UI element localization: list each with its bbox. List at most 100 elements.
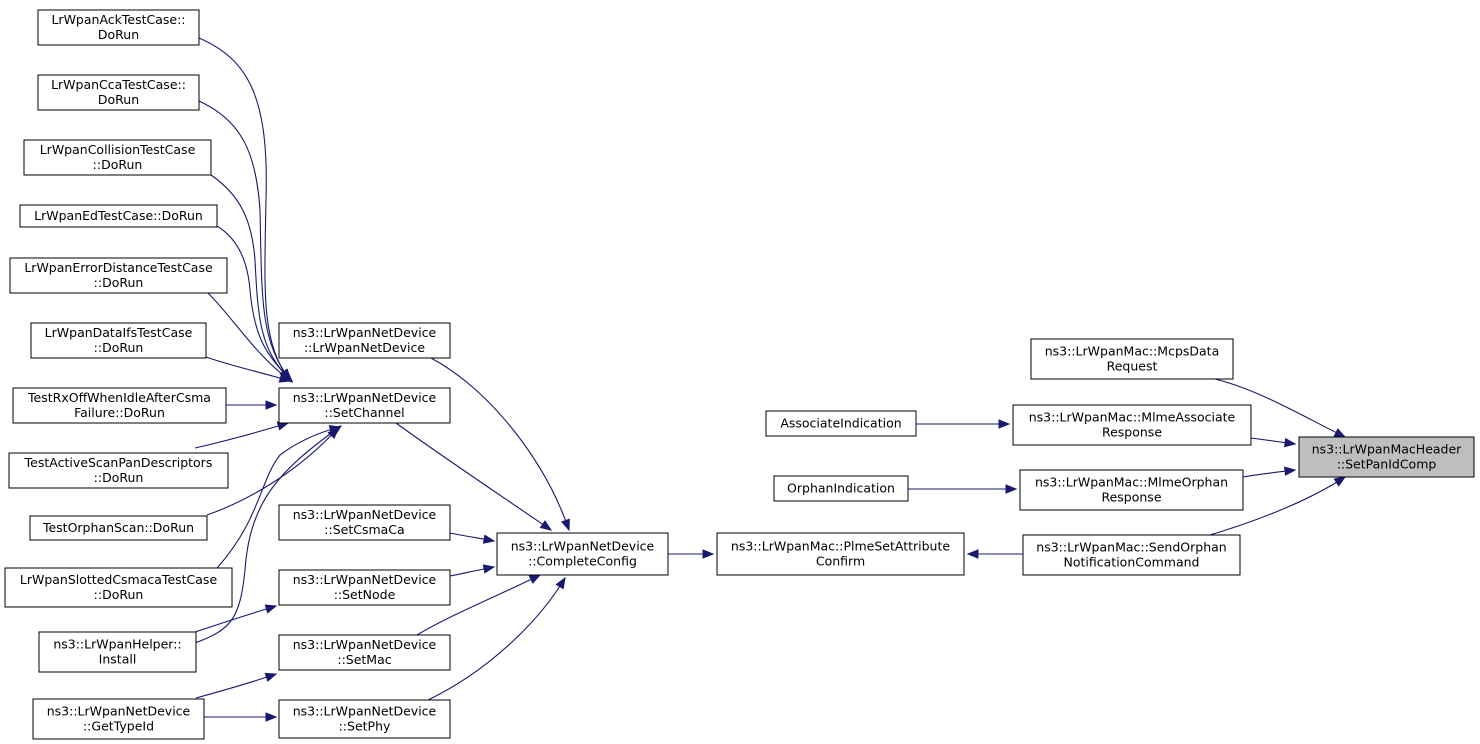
node-box — [1298, 436, 1475, 478]
edge-line — [1214, 378, 1346, 438]
node-label-line: ns3::LrWpanMac::McpsData — [1045, 344, 1219, 359]
node-label-line: TestRxOffWhenIdleAfterCsma — [27, 390, 211, 405]
node-box — [496, 532, 669, 576]
node-label-line: ::CompleteConfig — [528, 554, 637, 569]
node-label-line: ns3::LrWpanMac::PlmeSetAttribute — [731, 539, 950, 554]
node-gti[interactable]: ns3::LrWpanNetDevice::GetTypeId — [32, 698, 205, 740]
node-label-line: LrWpanErrorDistanceTestCase — [24, 260, 213, 275]
arrowhead-icon — [265, 712, 278, 722]
node-box — [37, 74, 200, 111]
node-setmac[interactable]: ns3::LrWpanNetDevice::SetMac — [278, 634, 451, 671]
arrowhead-icon — [278, 373, 292, 383]
node-orphind[interactable]: OrphanIndication — [773, 475, 909, 502]
node-assoc[interactable]: AssociateIndication — [765, 410, 917, 437]
node-cc[interactable]: ns3::LrWpanNetDevice::CompleteConfig — [496, 532, 669, 576]
node-setcsma[interactable]: ns3::LrWpanNetDevice::SetCsmaCa — [278, 504, 451, 541]
node-errd[interactable]: LrWpanErrorDistanceTestCase::DoRun — [9, 257, 228, 294]
node-box — [19, 204, 218, 228]
edge-line — [198, 37, 290, 381]
node-slot[interactable]: LrWpanSlottedCsmacaTestCase::DoRun — [4, 567, 233, 608]
edge-slot-to-setch — [216, 425, 342, 569]
node-label-line: ::LrWpanNetDevice — [304, 340, 425, 355]
node-box — [29, 515, 208, 541]
node-setphy[interactable]: ns3::LrWpanNetDevice::SetPhy — [278, 699, 451, 739]
arrowhead-icon — [1333, 476, 1347, 487]
node-label-line: ns3::LrWpanNetDevice — [293, 704, 437, 719]
node-target: ns3::LrWpanMacHeader::SetPanIdComp — [1298, 436, 1475, 478]
node-label-line: Confirm — [816, 554, 865, 569]
edge-line — [195, 673, 277, 699]
node-label-line: Response — [1101, 490, 1161, 505]
node-label-line: Response — [1102, 425, 1162, 440]
edge-line — [194, 605, 277, 633]
edge-cc-to-plme — [668, 549, 715, 559]
edge-plme-to-sendor — [966, 549, 1023, 559]
node-setnode[interactable]: ns3::LrWpanNetDevice::SetNode — [278, 569, 451, 606]
node-sendor[interactable]: ns3::LrWpanMac::SendOrphanNotificationCo… — [1022, 534, 1241, 576]
node-ctor[interactable]: ns3::LrWpanNetDevice::LrWpanNetDevice — [278, 322, 451, 359]
edge-sendor-to-target — [1209, 476, 1347, 536]
node-label-line: ns3::LrWpanNetDevice — [293, 390, 437, 405]
arrowhead-icon — [264, 672, 278, 682]
node-label-line: Failure::DoRun — [74, 405, 165, 420]
node-helper[interactable]: ns3::LrWpanHelper::Install — [38, 631, 197, 673]
node-label-line: ::SetCsmaCa — [324, 522, 404, 537]
node-box — [38, 631, 197, 673]
node-label-line: ns3::LrWpanHelper:: — [53, 637, 181, 652]
edge-setnode-to-cc — [449, 564, 496, 577]
arrowhead-icon — [561, 518, 570, 532]
edge-line — [216, 426, 341, 569]
node-label-line: ::DoRun — [94, 340, 144, 355]
node-label-line: ::DoRun — [94, 275, 144, 290]
edge-assoc-to-mlmeas — [916, 419, 1011, 429]
node-box — [37, 9, 200, 46]
node-ifs[interactable]: LrWpanDataIfsTestCase::DoRun — [30, 322, 207, 359]
node-label-line: Request — [1107, 359, 1158, 374]
arrowhead-icon — [539, 520, 553, 531]
edge-mlmeas-to-target — [1250, 437, 1297, 448]
node-coll[interactable]: LrWpanCollisionTestCase::DoRun — [23, 139, 212, 176]
node-box — [32, 698, 205, 740]
arrowhead-icon — [966, 549, 979, 559]
node-ed[interactable]: LrWpanEdTestCase::DoRun — [19, 204, 218, 228]
edge-orphind-to-mlmeor — [908, 484, 1018, 494]
node-box — [23, 139, 212, 176]
node-scan[interactable]: TestActiveScanPanDescriptors::DoRun — [8, 452, 229, 489]
node-ack[interactable]: LrWpanAckTestCase::DoRun — [37, 9, 200, 46]
node-label-line: ::SetChannel — [324, 405, 404, 420]
arrowhead-icon — [555, 576, 566, 590]
node-label-line: DoRun — [98, 27, 139, 42]
node-label-line: ::GetTypeId — [83, 719, 154, 734]
node-setch[interactable]: ns3::LrWpanNetDevice::SetChannel — [278, 387, 451, 424]
node-orph[interactable]: TestOrphanScan::DoRun — [29, 515, 208, 541]
edge-cca-to-setch — [198, 100, 291, 382]
node-label-line: ::SetPanIdComp — [1337, 457, 1437, 472]
node-label-line: LrWpanDataIfsTestCase — [45, 325, 193, 340]
node-box — [765, 410, 917, 437]
node-box — [9, 257, 228, 294]
node-label-line: LrWpanCcaTestCase:: — [51, 77, 186, 92]
edge-line — [206, 427, 339, 516]
node-box — [1012, 404, 1252, 446]
node-label-line: ::SetPhy — [339, 719, 391, 734]
edge-line — [427, 577, 566, 701]
edge-line — [207, 292, 293, 383]
node-cca[interactable]: LrWpanCcaTestCase::DoRun — [37, 74, 200, 111]
edge-line — [210, 174, 292, 382]
arrowhead-icon — [1333, 428, 1347, 438]
edge-line — [430, 357, 570, 531]
edge-setphy-to-cc — [427, 576, 566, 701]
node-label-line: ns3::LrWpanNetDevice — [47, 704, 191, 719]
node-label-line: LrWpanAckTestCase:: — [51, 12, 185, 27]
node-box — [278, 569, 451, 606]
edge-line — [1209, 476, 1346, 536]
edge-line — [198, 100, 291, 381]
node-box — [278, 634, 451, 671]
node-label-line: TestActiveScanPanDescriptors — [24, 455, 213, 470]
node-label-line: DoRun — [98, 92, 139, 107]
